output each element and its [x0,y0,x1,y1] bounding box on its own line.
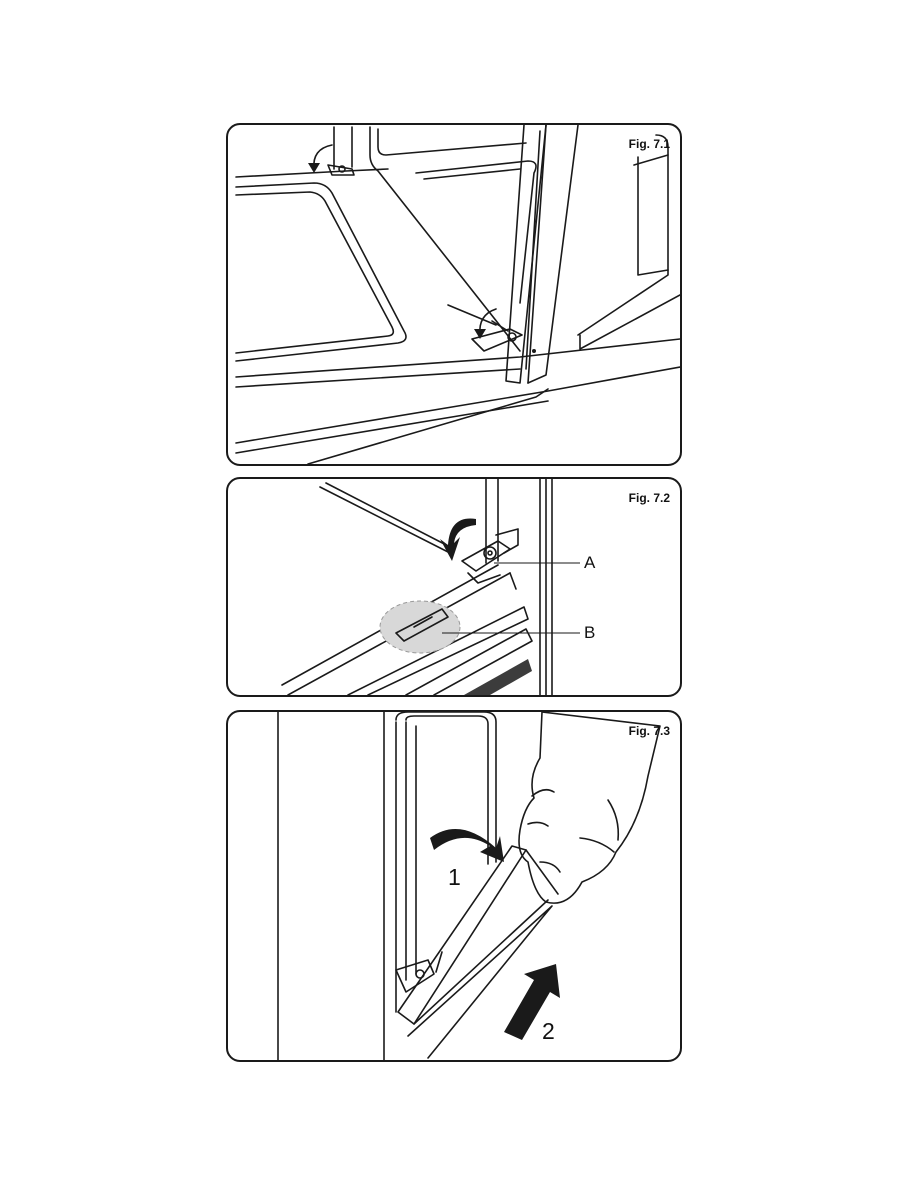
figure-7-2: A B Fig. 7.2 [226,477,682,697]
step-1-label: 1 [448,864,461,891]
step-2-label: 2 [542,1018,555,1045]
figure-7-1: Fig. 7.1 [226,123,682,466]
figure-label: Fig. 7.2 [629,491,670,505]
callout-b: B [584,623,595,643]
oven-door-hinge-illustration [228,125,680,464]
figure-label: Fig. 7.1 [629,137,670,151]
figure-7-3: 1 2 Fig. 7.3 [226,710,682,1062]
callout-a: A [584,553,595,573]
figure-label: Fig. 7.3 [629,724,670,738]
hinge-lever-illustration [228,479,680,695]
